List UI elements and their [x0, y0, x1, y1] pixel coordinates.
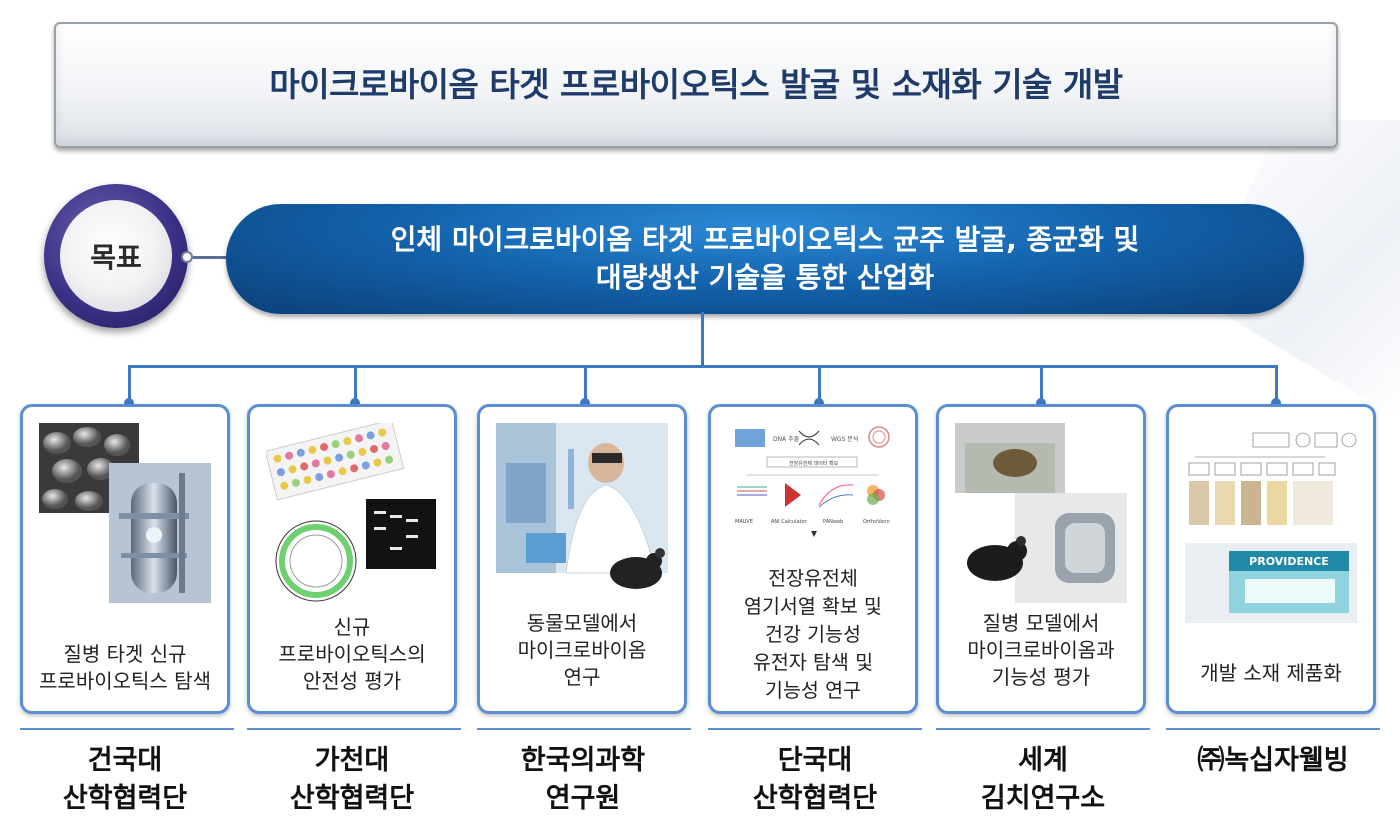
- card-gachon: 신규 프로바이오틱스의 안전성 평가: [247, 404, 457, 714]
- card-gcwb: PROVIDENCE 개발 소재 제품화: [1166, 404, 1376, 714]
- fermenter-photo-image: [39, 423, 211, 603]
- card-kribb: 동물모델에서 마이크로바이옴 연구: [477, 404, 687, 714]
- goal-connector: [193, 256, 229, 259]
- org-divider-5: [936, 728, 1150, 730]
- org-divider-1: [20, 728, 234, 730]
- card-kku: 질병 타겟 신규 프로바이오틱스 탐색: [20, 404, 230, 714]
- goal-statement-line1: 인체 마이크로바이옴 타겟 프로바이오틱스 균주 발굴, 종균화 및: [390, 223, 1140, 256]
- goal-label: 목표: [90, 241, 142, 274]
- card-wikim: 질병 모델에서 마이크로바이옴과 기능성 평가: [936, 404, 1146, 714]
- org-divider-4: [708, 728, 922, 730]
- svg-text:ANI Calculator: ANI Calculator: [771, 519, 808, 525]
- org-divider-2: [247, 728, 461, 730]
- lab-mouse-photo-image: [955, 423, 1127, 603]
- branch-1: [128, 365, 131, 403]
- org-name-gcwb: ㈜녹십자웰빙: [1197, 745, 1349, 776]
- branch-dot-6: [1271, 398, 1281, 408]
- branch-6: [1275, 365, 1278, 403]
- safety-test-image: [266, 423, 436, 602]
- svg-text:MAUVE: MAUVE: [735, 519, 753, 525]
- card-dku: DNA 추출 WGS 분석 전장유전체 데이터 확보 MAUVE ANI Cal…: [708, 404, 918, 714]
- branch-dot-5: [1036, 398, 1046, 408]
- org-divider-6: [1166, 728, 1380, 730]
- branch-dot-2: [350, 398, 360, 408]
- card-gachon-description: 신규 프로바이오틱스의 안전성 평가: [278, 615, 426, 693]
- page-title: 마이크로바이옴 타겟 프로바이오틱스 발굴 및 소재화 기술 개발: [269, 65, 1123, 104]
- goal-statement-line2: 대량생산 기술을 통한 산업화: [595, 261, 935, 294]
- branch-bar: [128, 365, 1278, 368]
- svg-text:DNA 추출: DNA 추출: [773, 435, 800, 443]
- branch-dot-1: [124, 398, 134, 408]
- org-divider-3: [477, 728, 691, 730]
- branch-2: [354, 365, 357, 403]
- svg-text:PROVIDENCE: PROVIDENCE: [1249, 555, 1329, 568]
- goal-statement: 인체 마이크로바이옴 타겟 프로바이오틱스 균주 발굴, 종균화 및 대량생산 …: [226, 204, 1304, 314]
- branch-3: [584, 365, 587, 403]
- card-gcwb-description: 개발 소재 제품화: [1200, 661, 1342, 685]
- branch-4: [818, 365, 821, 403]
- svg-text:OrthoVenn: OrthoVenn: [863, 519, 890, 525]
- product-flow-image: PROVIDENCE: [1185, 432, 1357, 623]
- card-kribb-description: 동물모델에서 마이크로바이옴 연구: [517, 611, 647, 689]
- svg-text:PANweb: PANweb: [823, 519, 843, 525]
- branch-dot-3: [580, 398, 590, 408]
- branch-dot-4: [814, 398, 824, 408]
- branch-5: [1040, 365, 1043, 403]
- goal-badge: 목표: [60, 200, 172, 312]
- svg-text:WGS 분석: WGS 분석: [831, 435, 858, 443]
- card-kku-description: 질병 타겟 신규 프로바이오틱스 탐색: [39, 642, 211, 693]
- svg-text:전장유전체 데이터 확보: 전장유전체 데이터 확보: [789, 460, 839, 467]
- card-dku-description: 전장유전체 염기서열 확보 및 건강 기능성 유전자 탐색 및 기능성 연구: [744, 567, 882, 702]
- genome-workflow-image: DNA 추출 WGS 분석 전장유전체 데이터 확보 MAUVE ANI Cal…: [735, 426, 890, 537]
- title-banner: 마이크로바이옴 타겟 프로바이오틱스 발굴 및 소재화 기술 개발: [54, 22, 1338, 148]
- goal-connector-knob: [181, 251, 193, 263]
- trunk-line: [701, 312, 704, 367]
- card-wikim-description: 질병 모델에서 마이크로바이옴과 기능성 평가: [967, 611, 1115, 689]
- researcher-photo-image: [496, 423, 668, 589]
